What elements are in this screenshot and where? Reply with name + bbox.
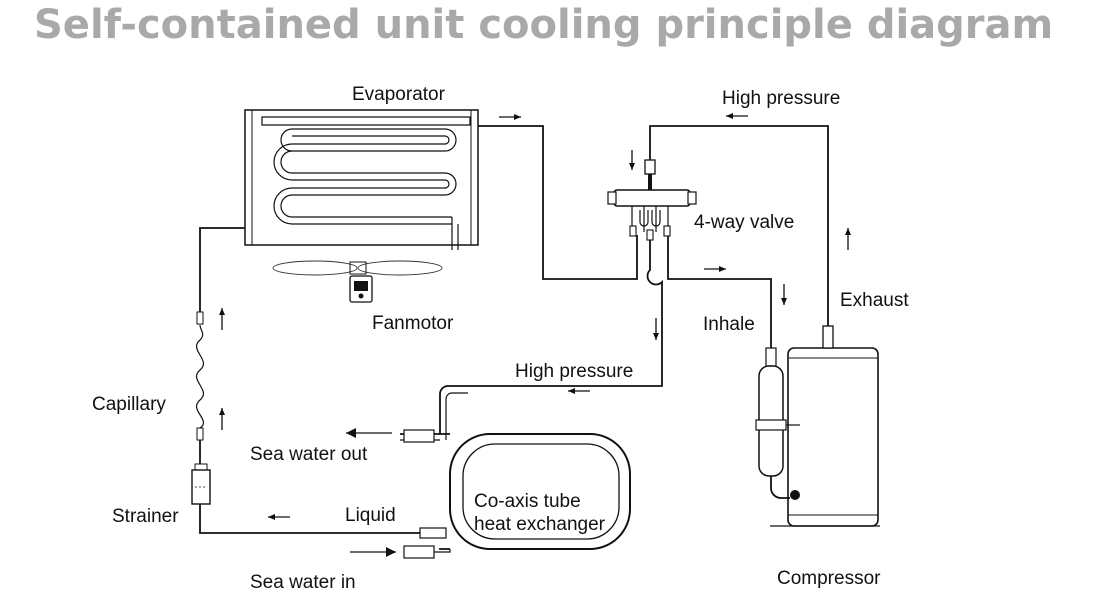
- four-way-valve: [607, 159, 697, 241]
- sea-water-out-label: Sea water out: [250, 444, 368, 465]
- evaporator-label: Evaporator: [352, 84, 446, 105]
- co-axis-heat-exchanger: [400, 385, 631, 559]
- fan-motor: [272, 260, 443, 303]
- capillary: [196, 227, 245, 464]
- compressor-label: Compressor: [777, 568, 881, 589]
- compressor: [755, 325, 880, 527]
- strainer-label: Strainer: [112, 506, 179, 527]
- strainer: [191, 463, 211, 505]
- high-pressure-mid-label: High pressure: [515, 361, 633, 382]
- exchanger-label-line2: heat exchanger: [474, 514, 606, 535]
- four-way-valve-label: 4-way valve: [694, 212, 794, 233]
- liquid-label: Liquid: [345, 505, 396, 526]
- fan-motor-label: Fanmotor: [372, 313, 454, 334]
- capillary-label: Capillary: [92, 394, 166, 415]
- diagram-title: Self-contained unit cooling principle di…: [34, 2, 1054, 48]
- sea-water-in-label: Sea water in: [250, 572, 356, 593]
- exchanger-label-line1: Co-axis tube: [474, 491, 581, 512]
- exhaust-label: Exhaust: [840, 290, 909, 311]
- high-pressure-top-label: High pressure: [722, 88, 840, 109]
- evaporator: [244, 109, 479, 250]
- inhale-label: Inhale: [703, 314, 755, 335]
